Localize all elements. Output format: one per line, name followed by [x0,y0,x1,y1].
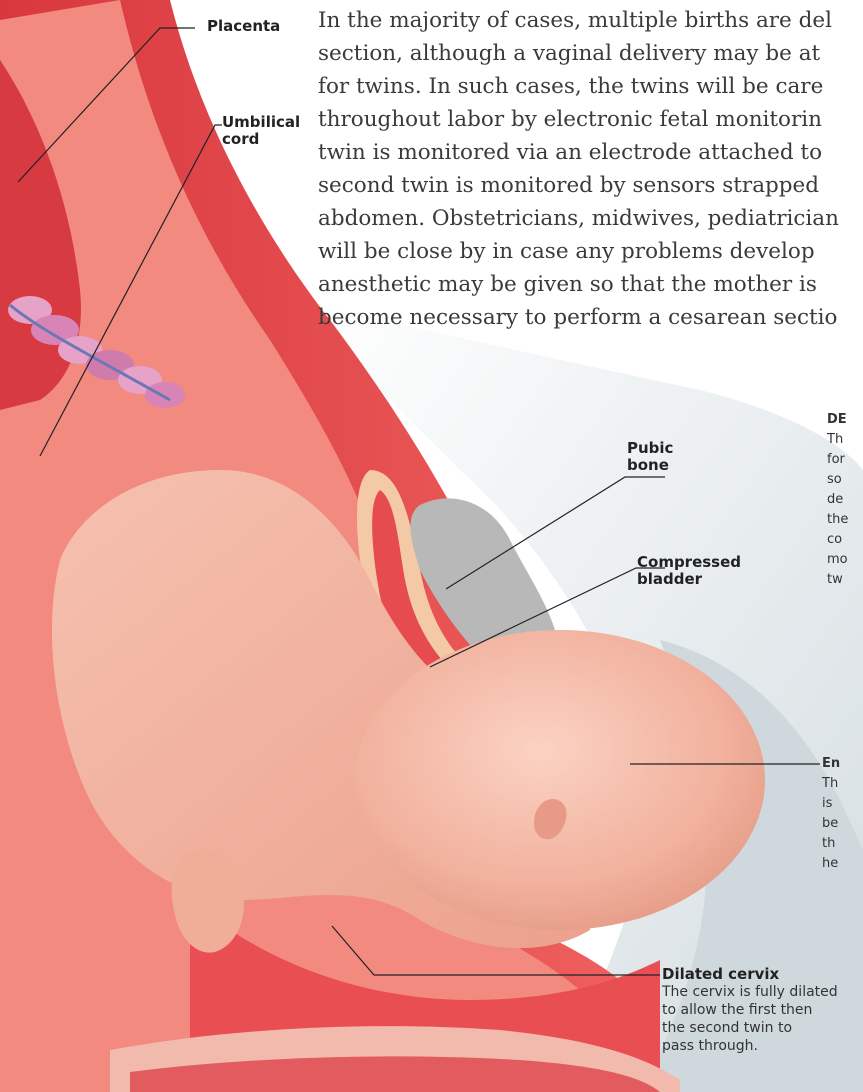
label-compressed-bladder: Compressed bladder [637,554,741,588]
side-panel-delivery-line: mo [827,550,848,570]
label-compressed-bladder-line1: Compressed [637,554,741,571]
body-line: anesthetic may be given so that the moth… [318,268,863,301]
label-placenta: Placenta [207,18,280,35]
side-panel-delivery-title: DE [827,410,848,430]
body-paragraph: In the majority of cases, multiple birth… [318,4,863,334]
side-panel-engagement-line: th [822,834,840,854]
side-panel-delivery-line: de [827,490,848,510]
side-panel-delivery-line: Th [827,430,848,450]
body-line: section, although a vaginal delivery may… [318,37,863,70]
label-dilated-cervix-desc: the second twin to [662,1019,838,1037]
body-line: throughout labor by electronic fetal mon… [318,103,863,136]
side-panel-engagement-line: he [822,854,840,874]
side-panel-delivery: DE Th for so de the co mo tw [827,410,848,590]
side-panel-delivery-line: co [827,530,848,550]
label-dilated-cervix-desc: to allow the first then [662,1001,838,1019]
label-umbilical-cord: Umbilical cord [222,114,300,148]
side-panel-delivery-line: so [827,470,848,490]
body-line: In the majority of cases, multiple birth… [318,4,863,37]
side-panel-engagement-line: be [822,814,840,834]
body-line: will be close by in case any problems de… [318,235,863,268]
label-dilated-cervix: Dilated cervix The cervix is fully dilat… [662,966,838,1055]
label-dilated-cervix-desc: pass through. [662,1037,838,1055]
label-umbilical-cord-line1: Umbilical [222,114,300,131]
body-line: for twins. In such cases, the twins will… [318,70,863,103]
side-panel-engagement-line: Th [822,774,840,794]
label-placenta-text: Placenta [207,18,280,35]
label-compressed-bladder-line2: bladder [637,571,741,588]
side-panel-delivery-line: tw [827,570,848,590]
side-panel-delivery-line: for [827,450,848,470]
label-pubic-bone-line2: bone [627,457,673,474]
body-line: abdomen. Obstetricians, midwives, pediat… [318,202,863,235]
body-line: twin is monitored via an electrode attac… [318,136,863,169]
side-panel-engagement: En Th is be th he [822,754,840,874]
label-dilated-cervix-title: Dilated cervix [662,966,838,983]
side-panel-delivery-line: the [827,510,848,530]
fetus-head [355,630,765,930]
body-line: second twin is monitored by sensors stra… [318,169,863,202]
label-pubic-bone: Pubic bone [627,440,673,474]
label-umbilical-cord-line2: cord [222,131,300,148]
body-line: become necessary to perform a cesarean s… [318,301,863,334]
side-panel-engagement-line: is [822,794,840,814]
label-pubic-bone-line1: Pubic [627,440,673,457]
side-panel-engagement-title: En [822,754,840,774]
label-dilated-cervix-desc: The cervix is fully dilated [662,983,838,1001]
